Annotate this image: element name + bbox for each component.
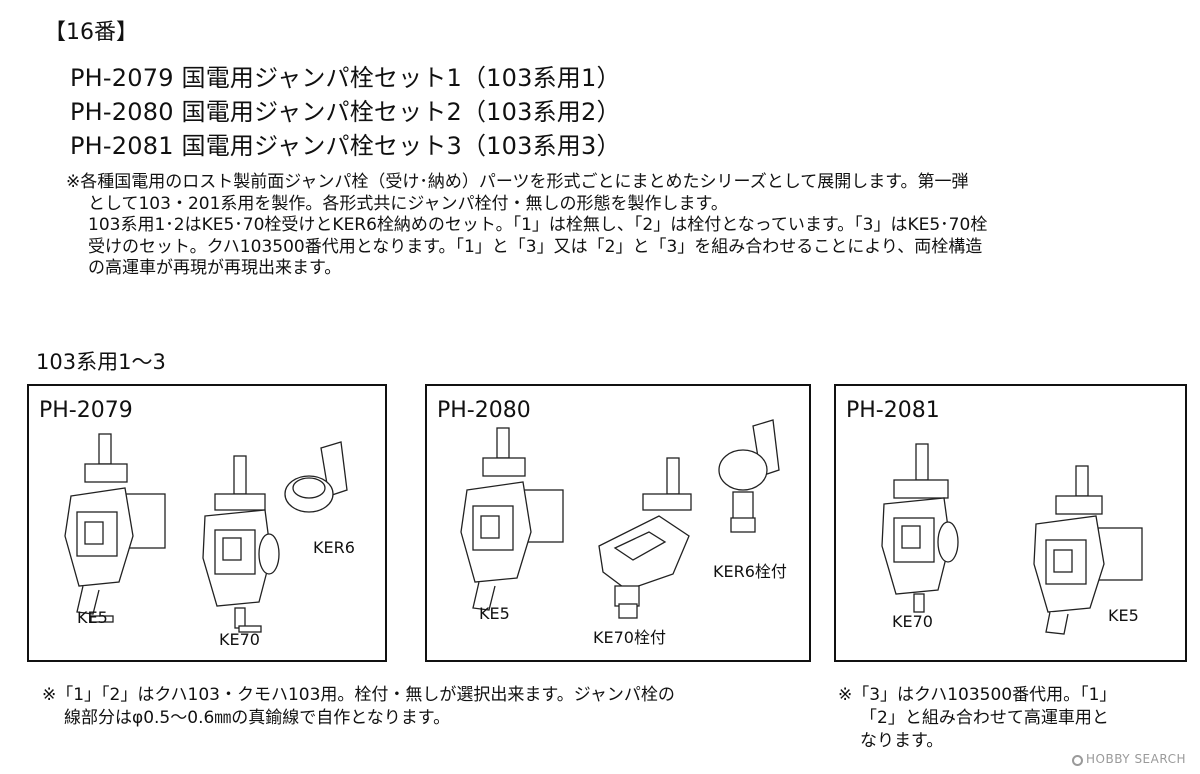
panel-ph-2079: PH-2079 KE5 <box>27 384 387 662</box>
product-line-3: PH-2081 国電用ジャンパ栓セット3（103系用3） <box>70 126 621 161</box>
product-line-2: PH-2080 国電用ジャンパ栓セット2（103系用2） <box>70 92 621 127</box>
ke5-part-icon <box>64 433 166 623</box>
watermark-text: HOBBY SEARCH <box>1086 752 1186 766</box>
note-line: ※各種国電用のロスト製前面ジャンパ栓（受け･納め）パーツを形式ごとにまとめたシリ… <box>66 172 969 192</box>
part-label: KER6栓付 <box>713 562 787 581</box>
part-label: KER6 <box>313 538 355 557</box>
gauge-title: 【16番】 <box>44 20 138 45</box>
part-label: KE70 <box>219 630 260 649</box>
panel-title: PH-2079 <box>39 398 133 423</box>
part-label: KE5 <box>77 608 108 627</box>
ker6-plugged-part-icon <box>718 419 780 533</box>
footnote-line: ※「1」「2」はクハ103・クモハ103用。栓付・無しが選択出来ます。ジャンパ栓… <box>42 685 675 705</box>
watermark: HOBBY SEARCH <box>1072 752 1186 766</box>
product-name: 国電用ジャンパ栓セット1（103系用1） <box>181 64 621 92</box>
footnote-line: 線部分はφ0.5〜0.6㎜の真鍮線で自作となります。 <box>64 708 451 728</box>
ker6-part-icon <box>284 441 348 513</box>
parts-illustration <box>881 443 1143 635</box>
panel-ph-2080: PH-2080 KE5 KE70栓付 KER6栓付 <box>425 384 811 662</box>
product-name: 国電用ジャンパ栓セット2（103系用2） <box>181 98 621 126</box>
parts-illustration <box>64 433 348 633</box>
note-line: 103系用1･2はKE5･70栓受けとKER6栓納めのセット。「1」は栓無し、「… <box>88 215 988 235</box>
note-line: の高運車が再現が再現出来ます。 <box>88 258 342 278</box>
part-label: KE70 <box>892 612 933 631</box>
footnote-line: なります。 <box>860 731 944 751</box>
description: ※各種国電用のロスト製前面ジャンパ栓（受け･納め）パーツを形式ごとにまとめたシリ… <box>66 172 1186 280</box>
footnote-right: ※「3」はクハ103500番代用。「1」 「2」と組み合わせて高運車用と なりま… <box>838 684 1178 753</box>
footnote-line: 「2」と組み合わせて高運車用と <box>860 708 1109 728</box>
part-label: KE70栓付 <box>593 628 666 647</box>
product-code: PH-2080 <box>70 98 174 126</box>
ke70-part-icon <box>881 443 959 613</box>
hobby-search-logo-icon <box>1072 755 1084 766</box>
note-line: 受けのセット。クハ103500番代用となります。「1」と「3」又は「2」と「3」… <box>88 236 983 257</box>
footnote-line: ※「3」はクハ103500番代用。「1」 <box>838 685 1117 705</box>
product-name: 国電用ジャンパ栓セット3（103系用3） <box>181 132 621 160</box>
part-label: KE5 <box>1108 606 1139 625</box>
panel-ph-2081: PH-2081 KE70 KE5 <box>834 384 1187 662</box>
ke5-part-icon <box>460 427 564 611</box>
product-code: PH-2079 <box>70 64 174 92</box>
section-title: 103系用1〜3 <box>36 350 166 374</box>
product-line-1: PH-2079 国電用ジャンパ栓セット1（103系用1） <box>70 58 621 93</box>
panel-title: PH-2081 <box>846 398 940 423</box>
panel-title: PH-2080 <box>437 398 531 423</box>
ke5-part-icon <box>1033 465 1143 635</box>
ke70-part-icon <box>202 455 280 633</box>
footnote-left: ※「1」「2」はクハ103・クモハ103用。栓付・無しが選択出来ます。ジャンパ栓… <box>42 684 822 730</box>
product-code: PH-2081 <box>70 132 174 160</box>
parts-illustration <box>460 419 780 619</box>
note-line: として103・201系用を製作。各形式共にジャンパ栓付・無しの形態を製作します。 <box>88 193 728 214</box>
ke70-plugged-part-icon <box>598 457 692 619</box>
part-label: KE5 <box>479 604 510 623</box>
